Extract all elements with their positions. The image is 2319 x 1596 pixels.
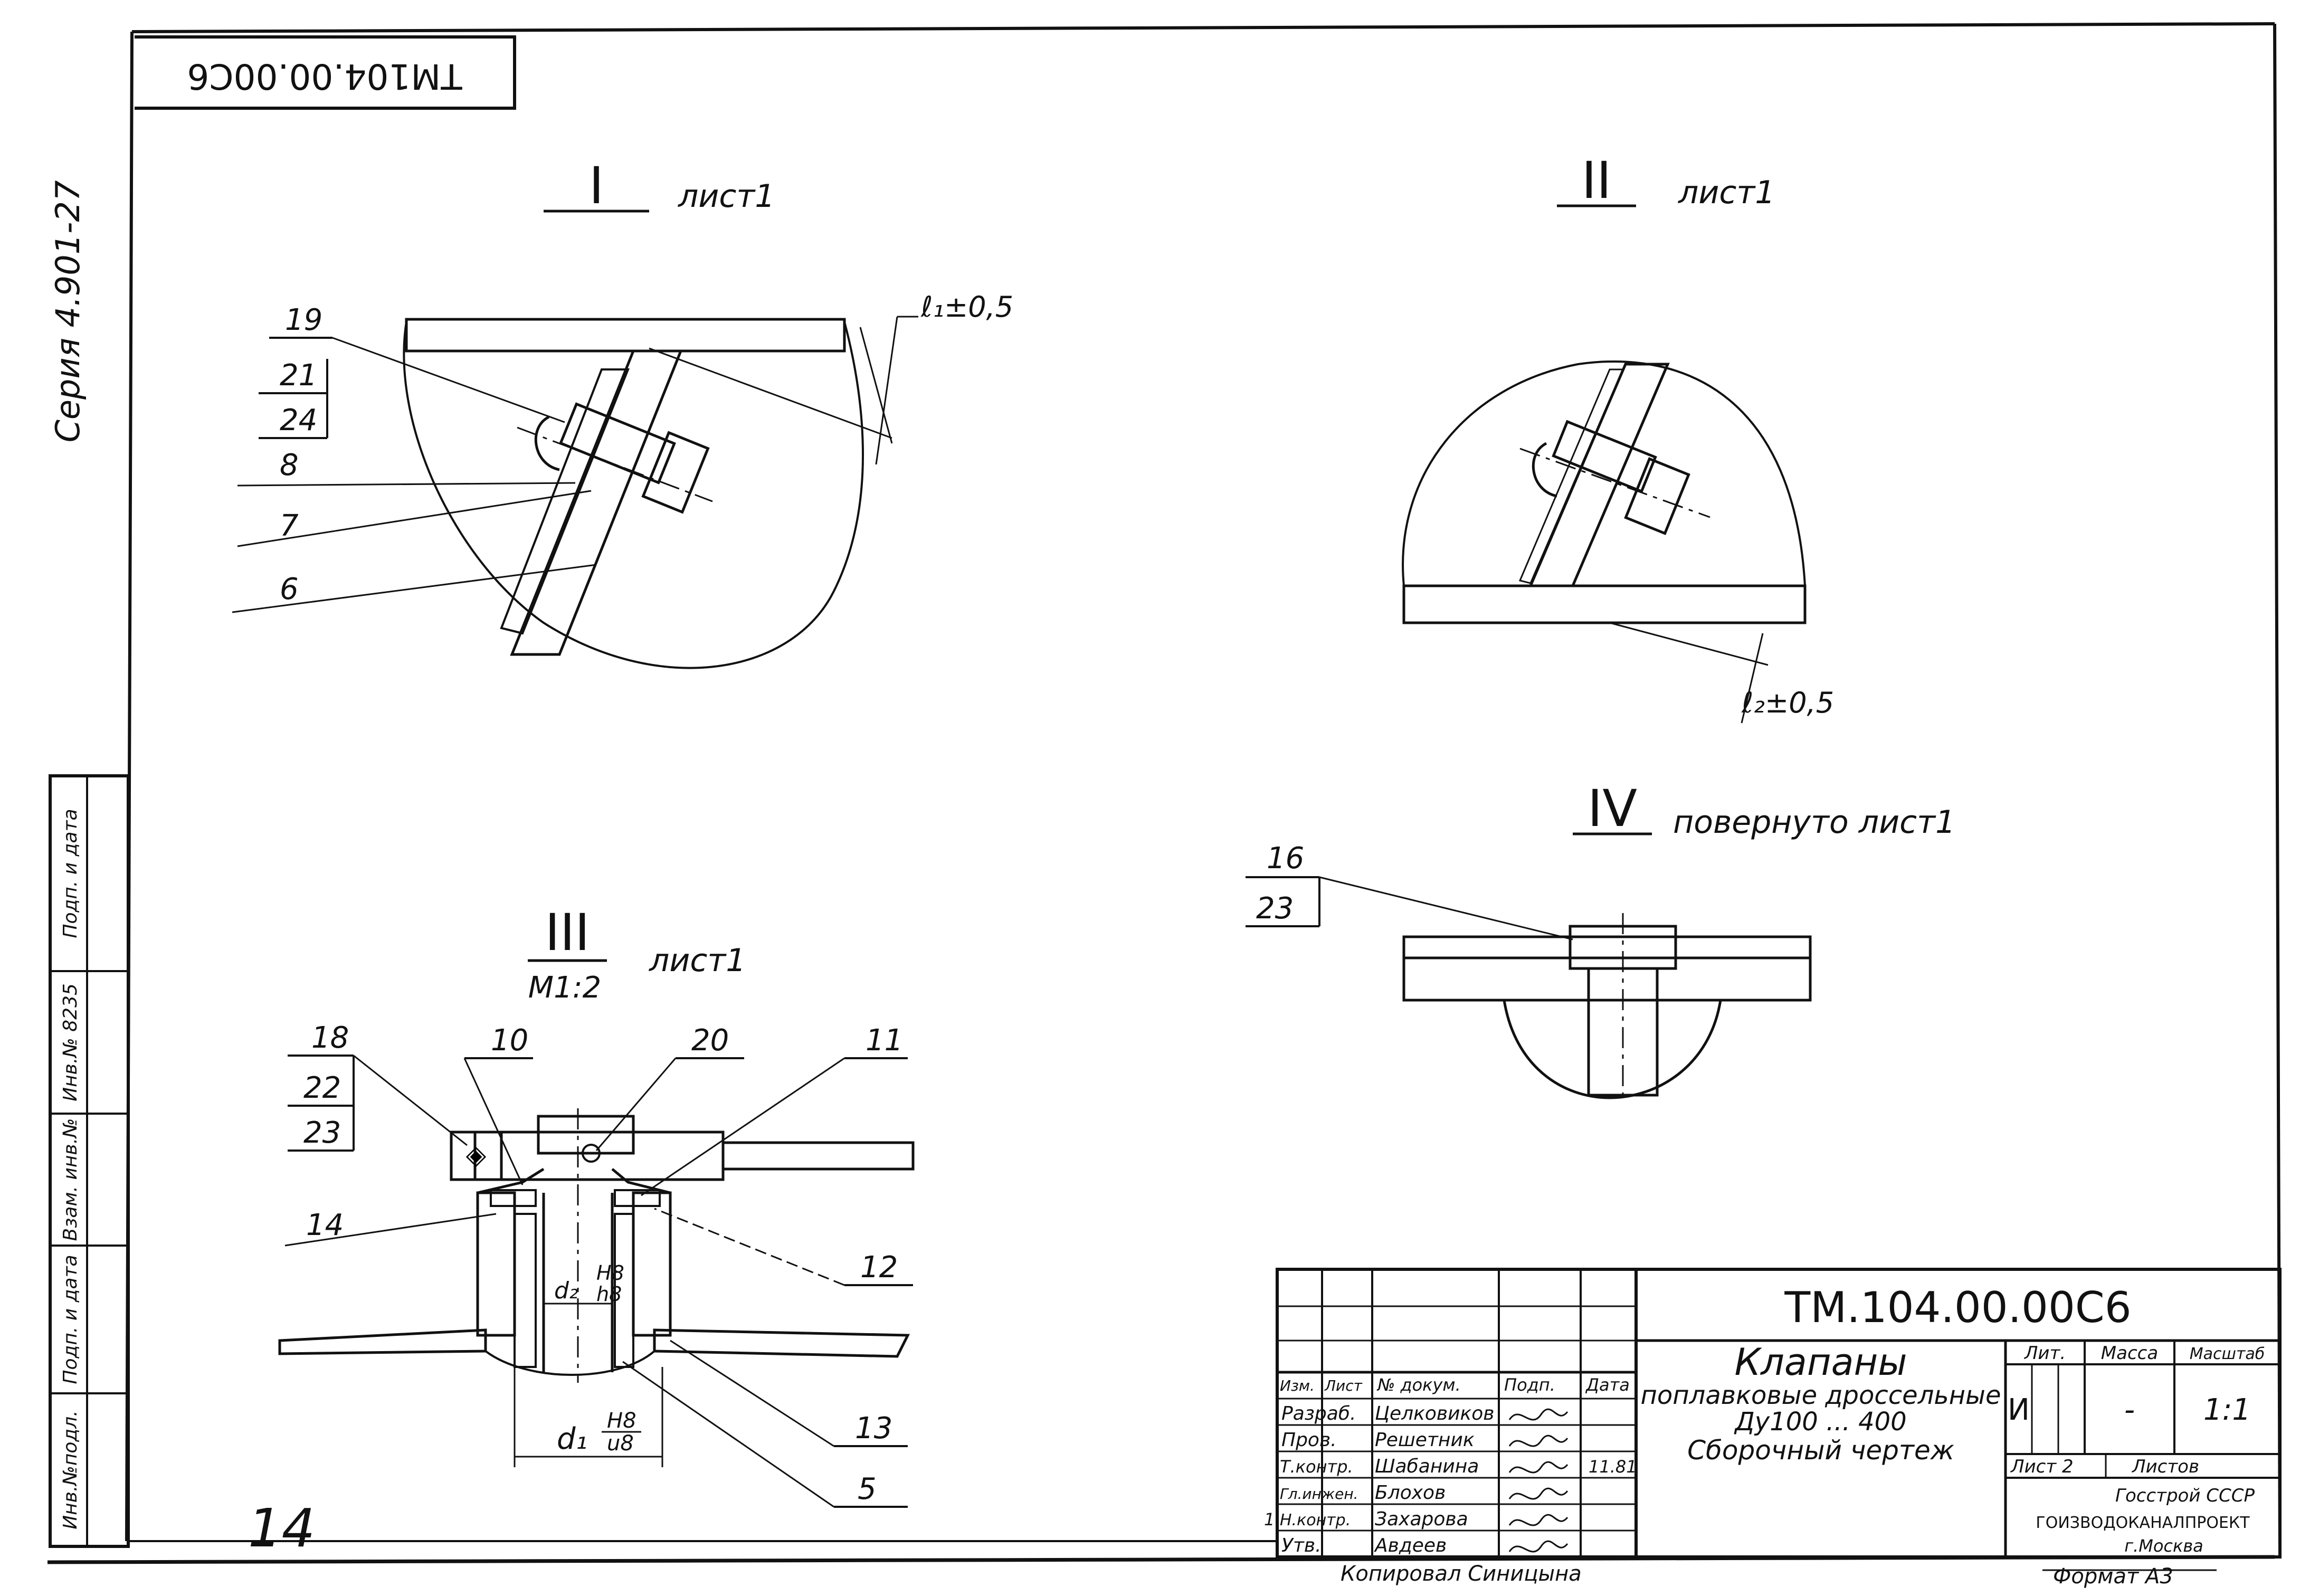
tb-lit-value: И: [2008, 1393, 2030, 1427]
tb-role-5: Н.контр.: [1280, 1511, 1351, 1530]
tb-name-5: Захарова: [1375, 1508, 1468, 1530]
tb-org-line3: г.Москва: [2124, 1536, 2203, 1556]
signatures: [1508, 1408, 1569, 1553]
strip-cell-2: Инв.№ 8235: [60, 983, 81, 1101]
tb-mass-value: -: [2124, 1393, 2135, 1427]
tb-header-izm: Изм.: [1280, 1377, 1315, 1394]
tb-role-6: Утв.: [1281, 1535, 1322, 1556]
callout-20: 20: [691, 1023, 729, 1058]
view-1-numeral: I: [589, 156, 604, 215]
callout-21: 21: [280, 358, 317, 393]
tb-scale-value: 1:1: [2203, 1393, 2251, 1427]
callout-11: 11: [866, 1023, 903, 1058]
dim-d1-label: d₁: [557, 1422, 587, 1456]
view-3-note: лист1: [649, 942, 746, 979]
tb-title-line4: Сборочный чертеж: [1687, 1435, 1954, 1466]
dim-d2-fit-bottom: h8: [596, 1282, 622, 1306]
dim-l2: ℓ₂±0,5: [1741, 686, 1834, 719]
callout-23-b: 23: [1256, 891, 1294, 926]
tb-header-list: Лист: [1324, 1377, 1363, 1394]
callout-16: 16: [1267, 841, 1304, 876]
tb-name-3: Шабанина: [1375, 1456, 1479, 1477]
view-2-note: лист1: [1678, 174, 1775, 211]
callout-19: 19: [285, 303, 322, 337]
tb-name-1: Целковиков: [1375, 1403, 1494, 1424]
tb-designation: ТМ.104.00.00С6: [1784, 1283, 2131, 1332]
rotated-stamp-text: ТМ104.00.00С6: [187, 56, 462, 97]
view-1-note: лист1: [678, 178, 775, 215]
tb-role-3: Т.контр.: [1280, 1457, 1353, 1477]
strip-cell-5: Инв.№подл.: [60, 1410, 81, 1529]
view-4-note: повернуто лист1: [1673, 804, 1955, 841]
tb-scale-header: Масштаб: [2190, 1345, 2265, 1363]
tb-header-doc: № докум.: [1376, 1375, 1461, 1395]
tb-role-1: Разраб.: [1281, 1403, 1356, 1424]
callout-13: 13: [855, 1411, 892, 1446]
view-3-scale: М1:2: [528, 971, 601, 1005]
tb-org-line1: Госстрой СССР: [2115, 1485, 2255, 1506]
callout-10: 10: [491, 1023, 528, 1058]
page-mark: 14: [248, 1497, 315, 1559]
callout-8: 8: [280, 448, 299, 482]
tb-name-2: Решетник: [1375, 1429, 1475, 1451]
callout-18: 18: [311, 1021, 349, 1055]
strip-cell-1: Подп. и дата: [60, 809, 81, 938]
view-3-numeral: III: [545, 903, 590, 962]
tb-title-main: Клапаны: [1734, 1341, 1907, 1384]
tb-sheets-label: Листов: [2131, 1456, 2199, 1477]
tb-title-line2: поплавковые дроссельные: [1641, 1381, 2001, 1410]
tb-date-mark: 11.81: [1589, 1457, 1637, 1477]
view-4: IV повернуто лист1 16 23: [1246, 779, 1955, 1103]
view-3-callouts: 18 22 23 14 10 20 11 12 13 5: [284, 1021, 913, 1508]
series-label: Серия 4.901-27: [49, 180, 87, 443]
dim-d1-fit-bottom: u8: [607, 1431, 634, 1456]
view-4-numeral: IV: [1588, 779, 1637, 838]
tb-role-2: Пров.: [1281, 1429, 1337, 1451]
tb-org-line2: ГОИЗВОДОКАНАЛПРОЕКТ: [2036, 1514, 2250, 1532]
dim-d2-label: d₂: [554, 1277, 578, 1304]
callout-14: 14: [306, 1208, 344, 1242]
view-2-numeral: II: [1582, 151, 1612, 210]
tb-name-6: Авдеев: [1374, 1535, 1447, 1556]
callout-24: 24: [280, 403, 317, 438]
view-4-callouts: 16 23: [1246, 841, 1573, 940]
dim-d1-fit-top: H8: [607, 1409, 636, 1433]
tb-row-mark: 1: [1264, 1509, 1275, 1530]
tb-title-line3: Ду100 ... 400: [1734, 1407, 1906, 1437]
title-block: Изм. Лист № докум. Подп. Дата Разраб. Це…: [1264, 1268, 2282, 1559]
view-2: II лист1 ℓ₂±0,5: [1402, 151, 1834, 724]
dim-d2-fit-top: H8: [596, 1261, 624, 1285]
callout-22: 22: [303, 1071, 341, 1105]
tb-name-4: Блохов: [1375, 1482, 1446, 1504]
dim-l1: ℓ₁±0,5: [920, 290, 1013, 324]
left-binding-strip: Подп. и дата Инв.№ 8235 Взам. инв.№ Подп…: [49, 774, 130, 1548]
strip-cell-4: Подп. и дата: [60, 1255, 81, 1384]
square-symbol: ◈: [466, 1139, 487, 1170]
callout-12: 12: [860, 1250, 898, 1285]
view-3: III лист1 М1:2 ◈ d₂ H8 h8: [278, 903, 915, 1508]
footer-copied: Копировал Синицына: [1341, 1562, 1582, 1586]
tb-sheet-label: Лист 2: [2010, 1456, 2074, 1477]
rotated-stamp: ТМ104.00.00С6: [135, 35, 516, 110]
tb-role-4: Гл.инжен.: [1280, 1485, 1358, 1503]
tb-lit-header: Лит.: [2023, 1343, 2066, 1364]
callout-6: 6: [280, 572, 299, 606]
view-1-callouts: 19 21 24 8 7 6: [232, 303, 597, 613]
callout-23: 23: [303, 1116, 341, 1150]
footer-format: Формат А3: [2053, 1564, 2173, 1589]
tb-header-podp: Подп.: [1504, 1375, 1555, 1395]
tb-mass-header: Масса: [2101, 1343, 2158, 1364]
view-1: I лист1 ℓ₁±0,5 19 21 24 8 7: [232, 156, 1013, 669]
tb-header-data: Дата: [1585, 1375, 1630, 1395]
strip-cell-3: Взам. инв.№: [60, 1118, 81, 1241]
callout-5: 5: [858, 1472, 877, 1506]
